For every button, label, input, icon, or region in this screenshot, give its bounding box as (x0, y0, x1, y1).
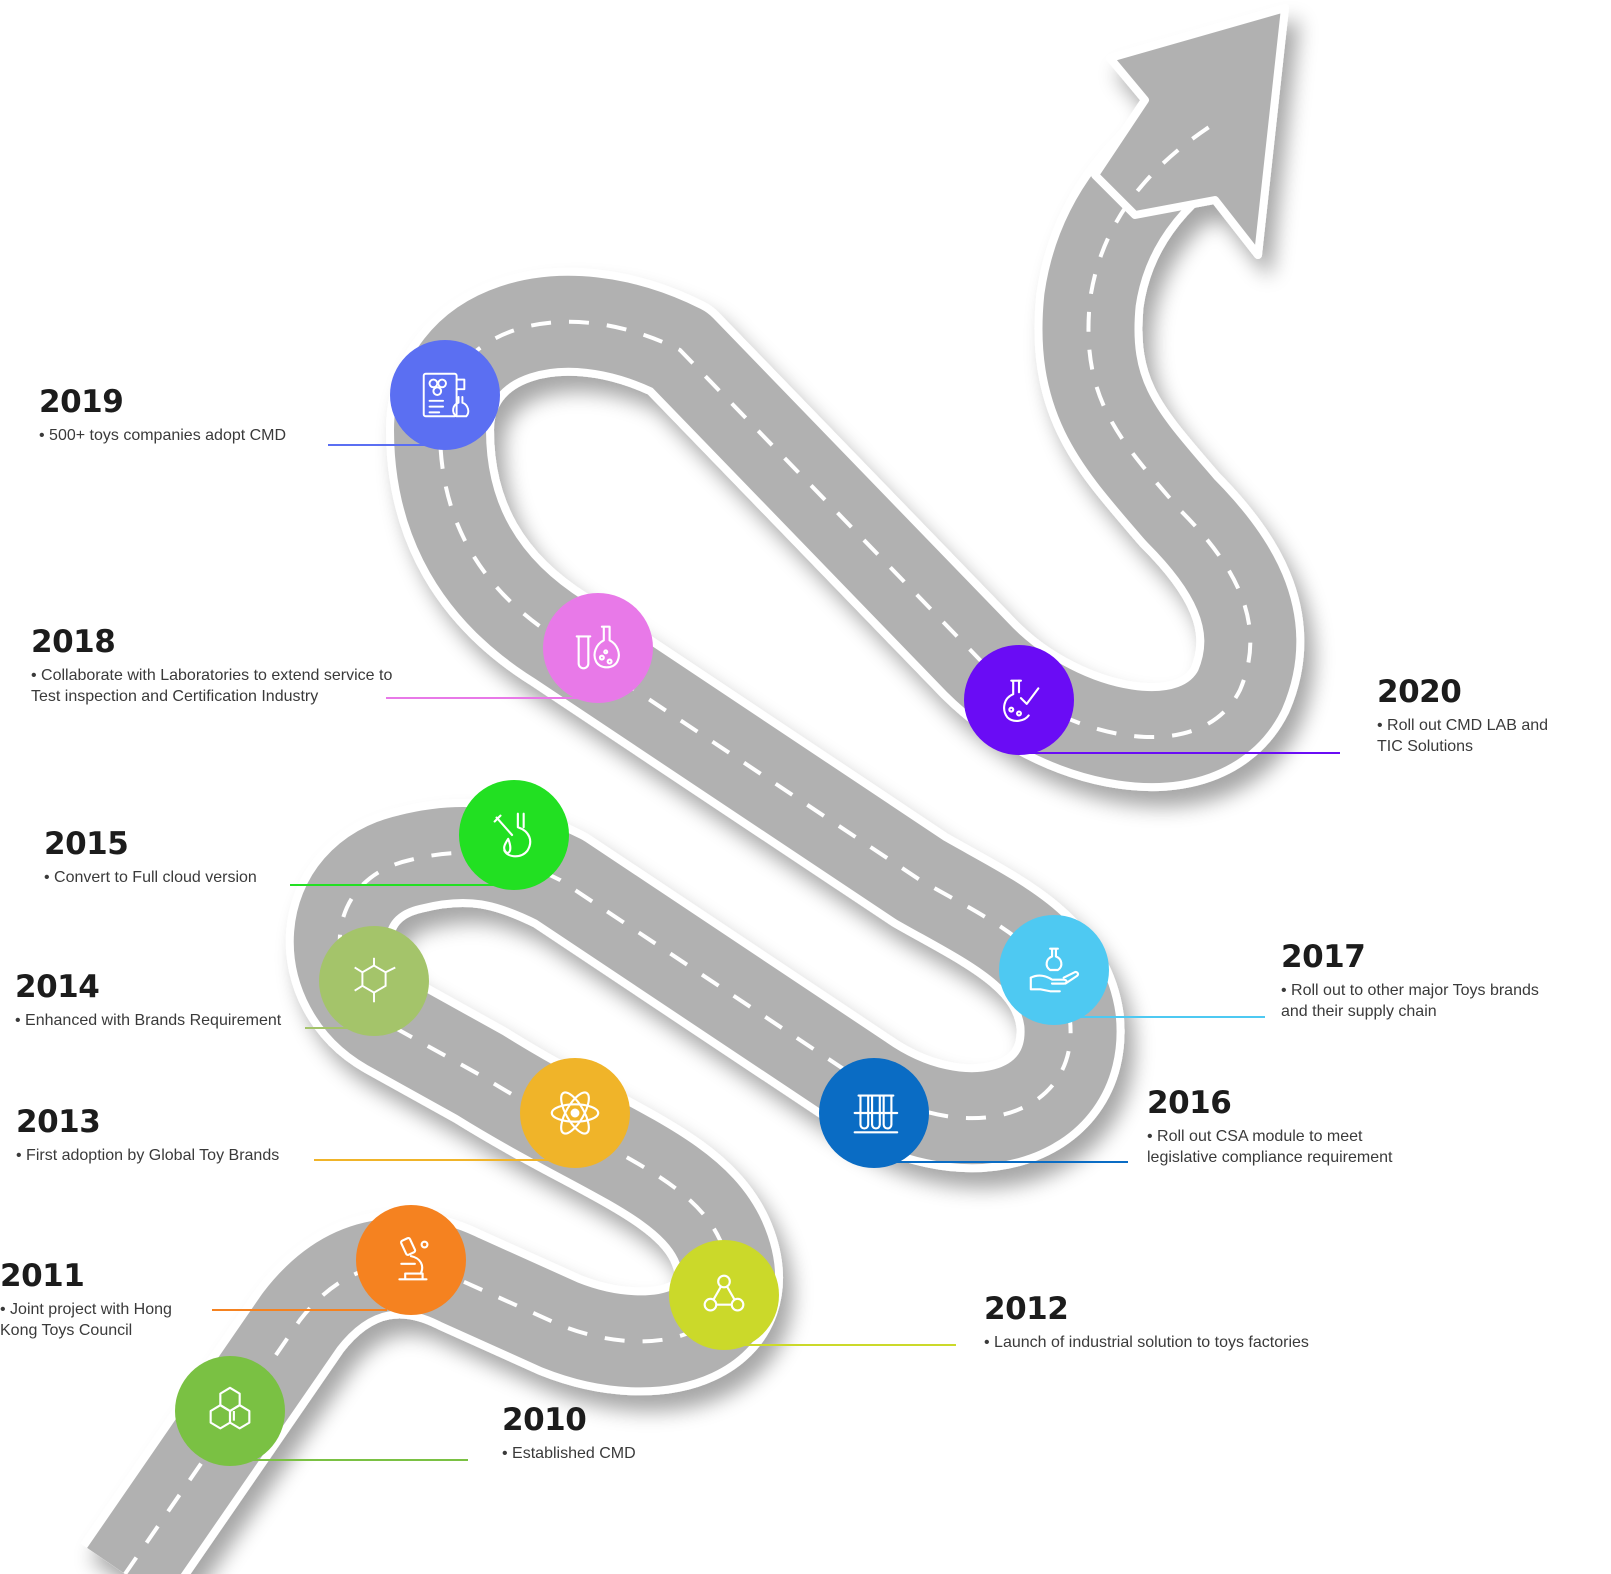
test-tubes-icon (853, 1094, 899, 1134)
milestone-2019: 2019 • 500+ toys companies adopt CMD (39, 384, 359, 446)
milestone-year: 2018 (31, 624, 116, 660)
milestone-year: 2016 (1147, 1085, 1232, 1121)
dropper-flask-icon (493, 812, 532, 858)
atom-icon (550, 1091, 600, 1135)
milestone-2010: 2010 • Established CMD (502, 1402, 802, 1464)
connector-2016 (880, 1161, 1128, 1163)
connector-2010 (240, 1459, 468, 1461)
microscope-icon (398, 1236, 429, 1281)
connector-2012 (740, 1344, 956, 1346)
milestone-year: 2011 (0, 1258, 85, 1294)
milestone-2016: 2016 • Roll out CSA module to meet legis… (1147, 1085, 1437, 1168)
milestone-node-2014[interactable] (319, 926, 429, 1036)
milestone-node-2011[interactable] (356, 1205, 466, 1315)
polycyclic-molecule-icon (209, 1386, 251, 1430)
milestone-description: • Collaborate with Laboratories to exten… (31, 667, 393, 705)
road-arrowhead (1091, 4, 1289, 259)
milestone-node-2018[interactable] (543, 593, 653, 703)
connector-2013 (314, 1159, 564, 1161)
milestone-year: 2020 (1377, 674, 1462, 710)
connector-2019 (328, 444, 448, 446)
milestone-year: 2010 (502, 1402, 587, 1438)
connector-2014 (305, 1027, 365, 1029)
milestone-year: 2017 (1281, 939, 1366, 975)
milestone-node-2016[interactable] (819, 1058, 929, 1168)
connector-2011 (212, 1309, 387, 1311)
milestone-year: 2012 (984, 1291, 1069, 1327)
milestone-2014: 2014 • Enhanced with Brands Requirement (15, 969, 335, 1031)
milestone-node-2017[interactable] (999, 915, 1109, 1025)
milestone-description: • Roll out CMD LAB and TIC Solutions (1377, 717, 1549, 755)
flask-check-icon (1003, 679, 1040, 722)
milestone-2013: 2013 • First adoption by Global Toy Bran… (16, 1104, 336, 1166)
milestone-2018: 2018 • Collaborate with Laboratories to … (31, 624, 421, 707)
chemical-structure-icon (354, 957, 396, 1003)
lab-report-icon (422, 372, 470, 418)
lab-flasks-icon (575, 625, 620, 670)
milestone-description: • Established CMD (502, 1445, 636, 1462)
molecule-triangle-icon (703, 1274, 745, 1312)
connector-2017 (1075, 1016, 1265, 1018)
connector-2018 (386, 697, 596, 699)
milestone-node-2020[interactable] (964, 645, 1074, 755)
milestone-description: • Joint project with Hong Kong Toys Coun… (0, 1301, 172, 1339)
milestone-2015: 2015 • Convert to Full cloud version (44, 826, 344, 888)
milestone-description: • Roll out to other major Toys brands an… (1281, 982, 1539, 1020)
milestone-node-2013[interactable] (520, 1058, 630, 1168)
milestone-node-2015[interactable] (459, 780, 569, 890)
milestone-node-2012[interactable] (669, 1240, 779, 1350)
milestone-description: • Roll out CSA module to meet legislativ… (1147, 1128, 1393, 1166)
milestone-node-2010[interactable] (175, 1356, 285, 1466)
milestone-description: • First adoption by Global Toy Brands (16, 1147, 280, 1164)
milestone-description: • Launch of industrial solution to toys … (984, 1334, 1309, 1351)
milestone-2017: 2017 • Roll out to other major Toys bran… (1281, 939, 1541, 1022)
milestone-year: 2019 (39, 384, 124, 420)
milestone-2011: 2011 • Joint project with Hong Kong Toys… (0, 1258, 210, 1341)
milestone-2020: 2020 • Roll out CMD LAB and TIC Solution… (1377, 674, 1577, 757)
hand-flask-icon (1029, 947, 1080, 993)
milestone-node-2019[interactable] (390, 340, 500, 450)
milestone-description: • 500+ toys companies adopt CMD (39, 427, 287, 444)
milestone-year: 2014 (15, 969, 100, 1005)
milestone-2012: 2012 • Launch of industrial solution to … (984, 1291, 1404, 1353)
milestone-description: • Enhanced with Brands Requirement (15, 1012, 282, 1029)
milestone-year: 2013 (16, 1104, 101, 1140)
milestone-year: 2015 (44, 826, 129, 862)
connector-2020 (1030, 752, 1340, 754)
connector-2015 (290, 884, 520, 886)
milestone-description: • Convert to Full cloud version (44, 869, 257, 886)
